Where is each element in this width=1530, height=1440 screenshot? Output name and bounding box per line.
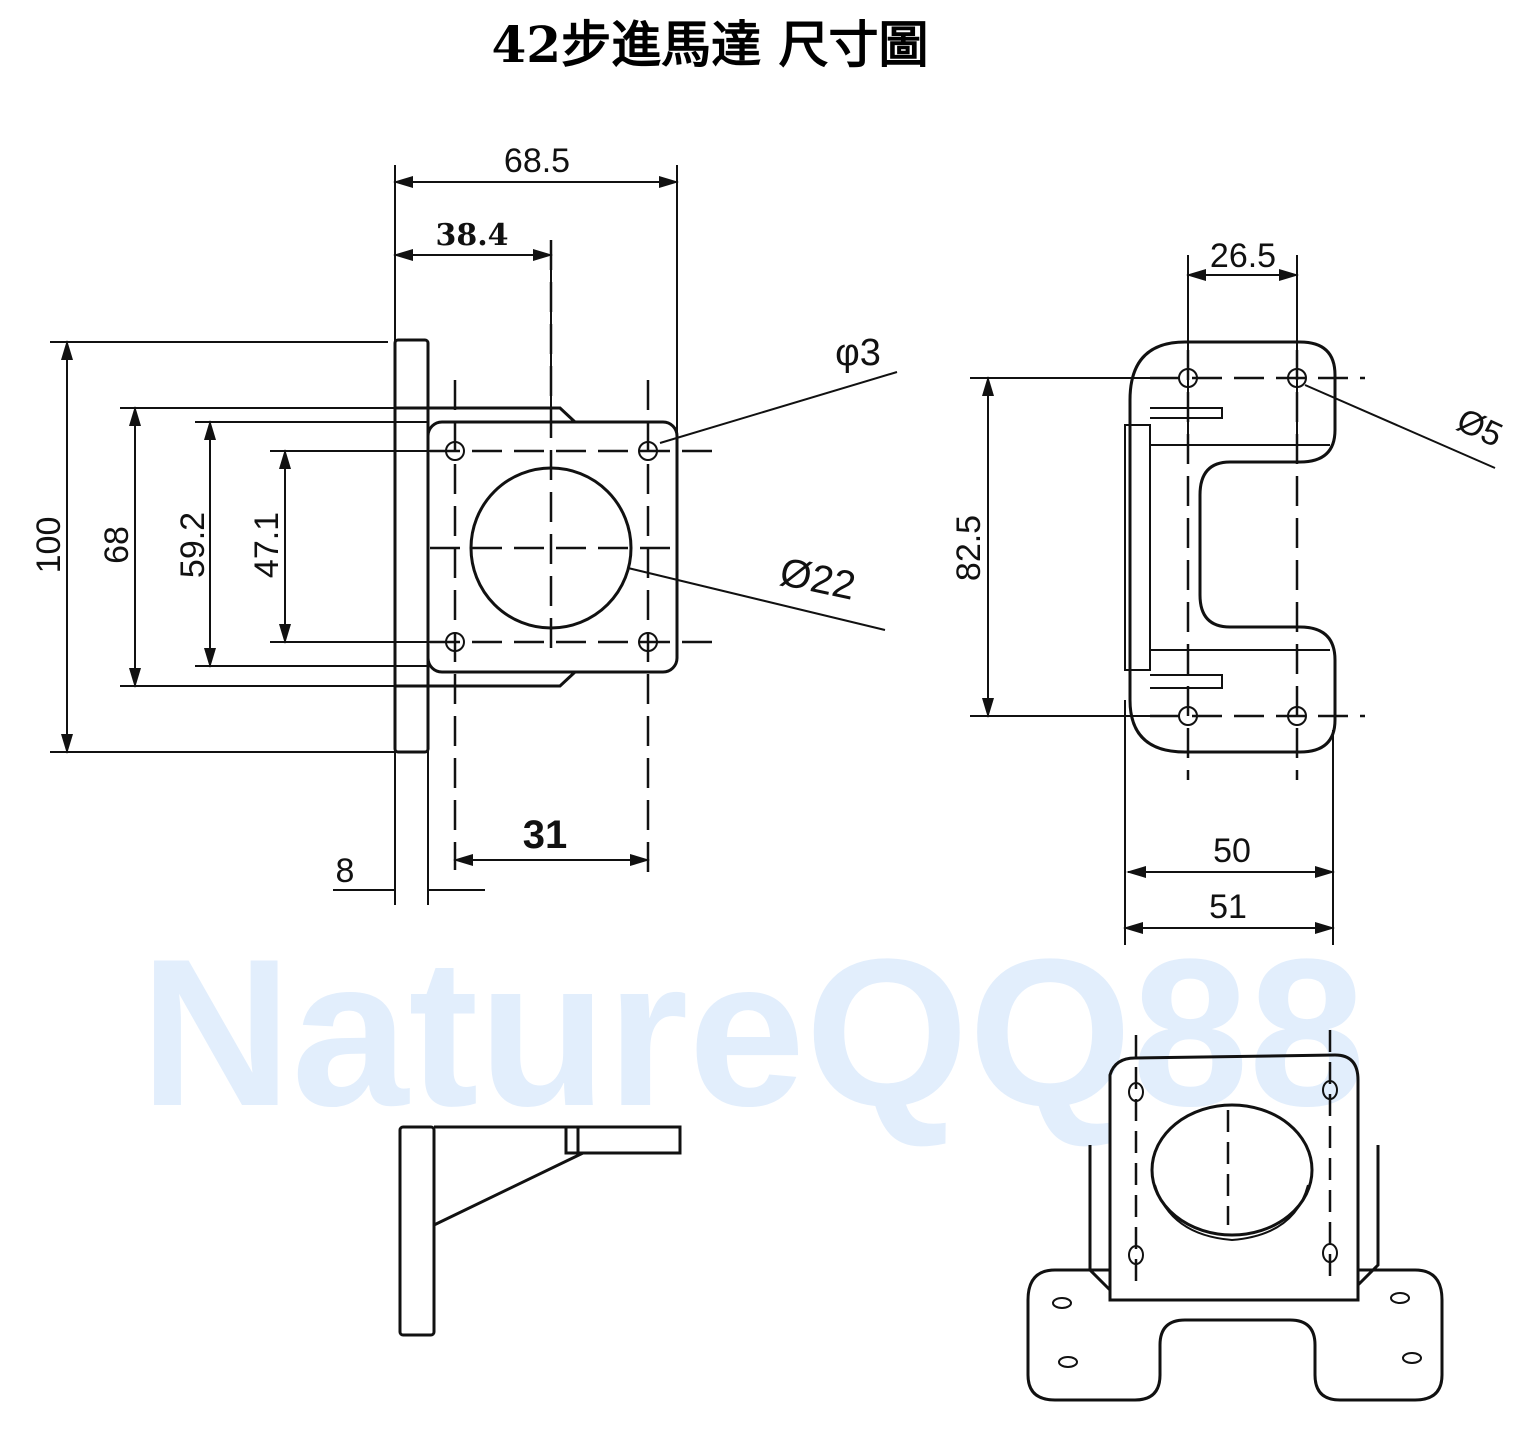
dim-38-4: 38.4	[435, 218, 508, 253]
dim-68-5: 68.5	[504, 142, 570, 180]
motor-plate	[426, 420, 679, 674]
dim-82-5: 82.5	[950, 515, 988, 581]
front-view: 68.5 38.4 100 68 59.2 47.1 31 8 φ3 Ø22	[30, 142, 898, 905]
dim-100: 100	[30, 517, 68, 574]
isometric-view	[1026, 1030, 1444, 1402]
dim-68: 68	[98, 526, 136, 564]
side-view	[398, 1125, 682, 1337]
dim-hole-5: Ø5	[1451, 401, 1508, 455]
vertical-plate	[393, 338, 430, 754]
dim-8: 8	[336, 852, 355, 890]
dim-47-1: 47.1	[248, 512, 286, 578]
dim-59-2: 59.2	[174, 512, 212, 578]
top-view: 26.5 Ø5 82.5 50 51	[950, 237, 1508, 945]
dim-26-5: 26.5	[1210, 237, 1276, 275]
dim-bore-22: Ø22	[776, 550, 859, 609]
dim-51: 51	[1209, 888, 1247, 926]
watermark: NatureQQ88	[140, 915, 1365, 1150]
page-title: 42步進馬達 尺寸圖	[492, 15, 929, 74]
dim-hole-3: φ3	[835, 332, 881, 374]
dim-31: 31	[523, 813, 568, 857]
dim-50: 50	[1213, 832, 1251, 870]
